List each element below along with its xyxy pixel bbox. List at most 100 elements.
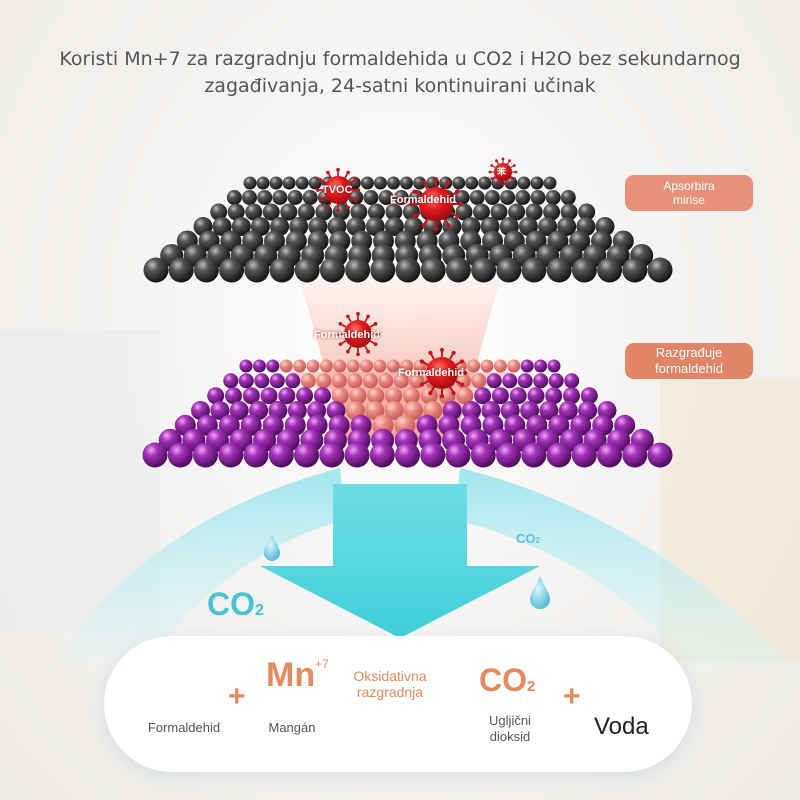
particle [278,387,296,405]
mn-superscript: +7 [315,657,329,671]
particle [257,190,273,205]
particle [365,401,385,420]
particle [474,387,492,405]
particle [260,387,278,405]
particle [245,203,263,221]
particle [545,190,561,205]
tvoc-virus-icon [315,167,361,213]
particle [319,359,333,373]
co2-small-text: CO [516,531,536,546]
particle [520,359,534,373]
particle [493,359,507,373]
particle [168,257,194,283]
decomposes-line-2: formaldehid [655,361,723,376]
particle [378,190,394,205]
particle [313,387,331,405]
particle [243,176,257,190]
particle [395,442,420,468]
particle [363,190,379,205]
particle [367,203,385,221]
particle [218,414,240,436]
particle [517,373,533,389]
headline: Koristi Mn+7 za razgradnju formaldehida … [40,46,760,100]
particle [507,359,521,373]
reaction-line-1: Oksidativna [353,668,427,684]
absorbs-line-2: mirise [672,193,705,207]
benzene-virus-icon [488,157,518,187]
co2-caption-line-2: dioksid [489,729,531,744]
particle [395,257,421,283]
co2-caption-line-1: Ugljični [489,713,531,728]
particle [306,359,320,373]
particle [465,176,479,190]
particle [530,190,546,205]
particle [597,257,623,283]
particle [471,257,497,283]
particle [558,401,578,420]
particle [527,387,545,405]
particle [238,373,254,389]
particle [373,176,387,190]
particle [445,442,471,468]
manganese-caption: Mangán [268,720,316,735]
particle [362,373,378,389]
absorbs-odors-label: Apsorbira mirise [625,175,753,211]
particle [319,257,345,283]
downward-flow-arrow [260,484,540,638]
formaldehyde-virus-icon [416,347,468,399]
particle [252,359,266,373]
particle [420,442,446,468]
particle [262,203,280,221]
co2-caption: Ugljični dioksid [462,713,558,745]
co2-small-sub: 2 [535,536,540,545]
particle [167,442,193,468]
mn-text: Mn [266,656,316,694]
particle [387,176,400,190]
co2-large-sub: 2 [255,602,264,619]
particle [622,442,648,468]
particle [346,359,360,373]
headline-line-1: Koristi Mn+7 za razgradnju formaldehida … [59,48,741,70]
co2-text: CO [479,662,527,698]
particle [227,203,245,221]
particle [508,203,526,221]
particle [484,190,500,205]
particle [370,257,396,283]
particle [231,217,251,236]
co2-large-label: CO2 [207,586,264,623]
particle [294,442,319,468]
particle [384,401,404,420]
particle [254,373,270,389]
particle [212,217,232,236]
particle [229,401,249,420]
particle [420,257,446,283]
particle [269,176,283,190]
formaldehyde-low-label: Formaldehid [398,367,465,379]
water-drop-icon [530,576,550,609]
formaldehyde-caption: Formaldehid [147,720,221,735]
particle [420,387,438,405]
particle [210,401,230,420]
particle [393,190,409,205]
activated-carbon-layer [143,176,673,283]
particle [400,359,414,373]
particle [378,373,394,389]
particle [308,176,322,190]
particle [319,442,345,468]
co2-symbol: CO2 [479,662,535,699]
particle [193,257,219,283]
particle [272,190,288,205]
particle [385,387,403,405]
particle [386,359,400,373]
particle [462,401,481,420]
manganese-layer [142,359,673,468]
particle [490,203,508,221]
particle [243,442,269,468]
particle [360,359,373,373]
benzene-label: 苯 [497,167,507,177]
particle [470,442,496,468]
particle [543,203,561,221]
particle [269,373,285,389]
particle [473,203,490,221]
